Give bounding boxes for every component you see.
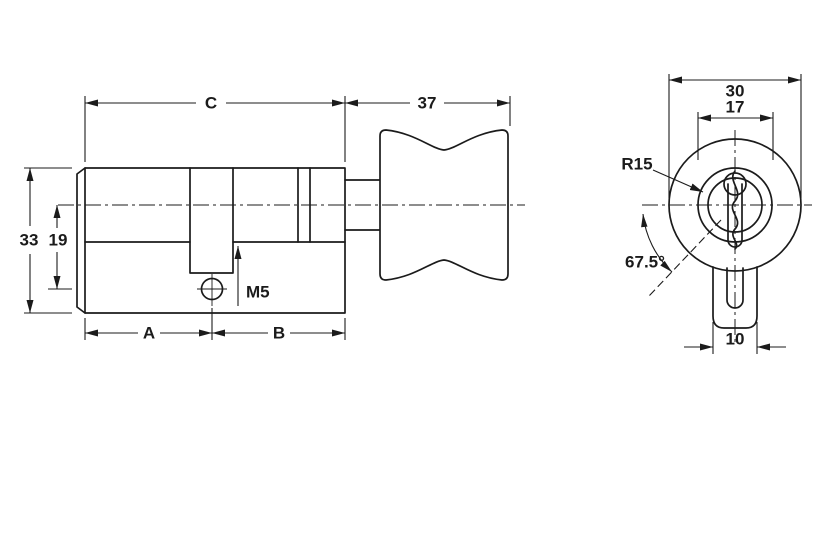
side-view: C 37 33 19 M5	[20, 94, 525, 343]
dim-label-17: 17	[726, 98, 745, 117]
angle-reference-line	[648, 219, 722, 297]
angle-arc-arrow-top	[641, 214, 648, 228]
dimension-b: B	[212, 318, 346, 343]
dim-label-a: A	[143, 324, 155, 343]
dim-label-19: 19	[49, 231, 68, 250]
r15-label: R15	[621, 155, 652, 174]
dim-label-b: B	[273, 324, 285, 343]
dim-label-37: 37	[418, 94, 437, 113]
cam-slot	[189, 167, 234, 274]
dimension-37: 37	[345, 94, 511, 126]
callout-m5: M5	[234, 246, 270, 306]
m5-label: M5	[246, 283, 270, 302]
callout-r15: R15	[621, 155, 704, 193]
dimension-17: 17	[697, 98, 774, 160]
angle-arc-arrow-bottom	[660, 260, 672, 272]
dimension-angle-67-5: 67.5°	[625, 213, 722, 297]
dimension-30: 30	[668, 74, 802, 198]
angle-label: 67.5°	[625, 253, 665, 272]
dimension-a: A	[84, 308, 213, 343]
dim-label-10: 10	[726, 330, 745, 349]
dimension-33: 33	[20, 167, 72, 314]
dim-label-33: 33	[20, 231, 39, 250]
dimension-c: C	[84, 94, 346, 162]
front-view: 30 17 R15 67.5° 10	[621, 74, 812, 354]
dimension-19: 19	[48, 205, 72, 290]
dim-label-c: C	[205, 94, 217, 113]
r15-leader-line	[652, 169, 704, 193]
dim-label-30: 30	[726, 82, 745, 101]
dimension-10: 10	[684, 322, 786, 354]
